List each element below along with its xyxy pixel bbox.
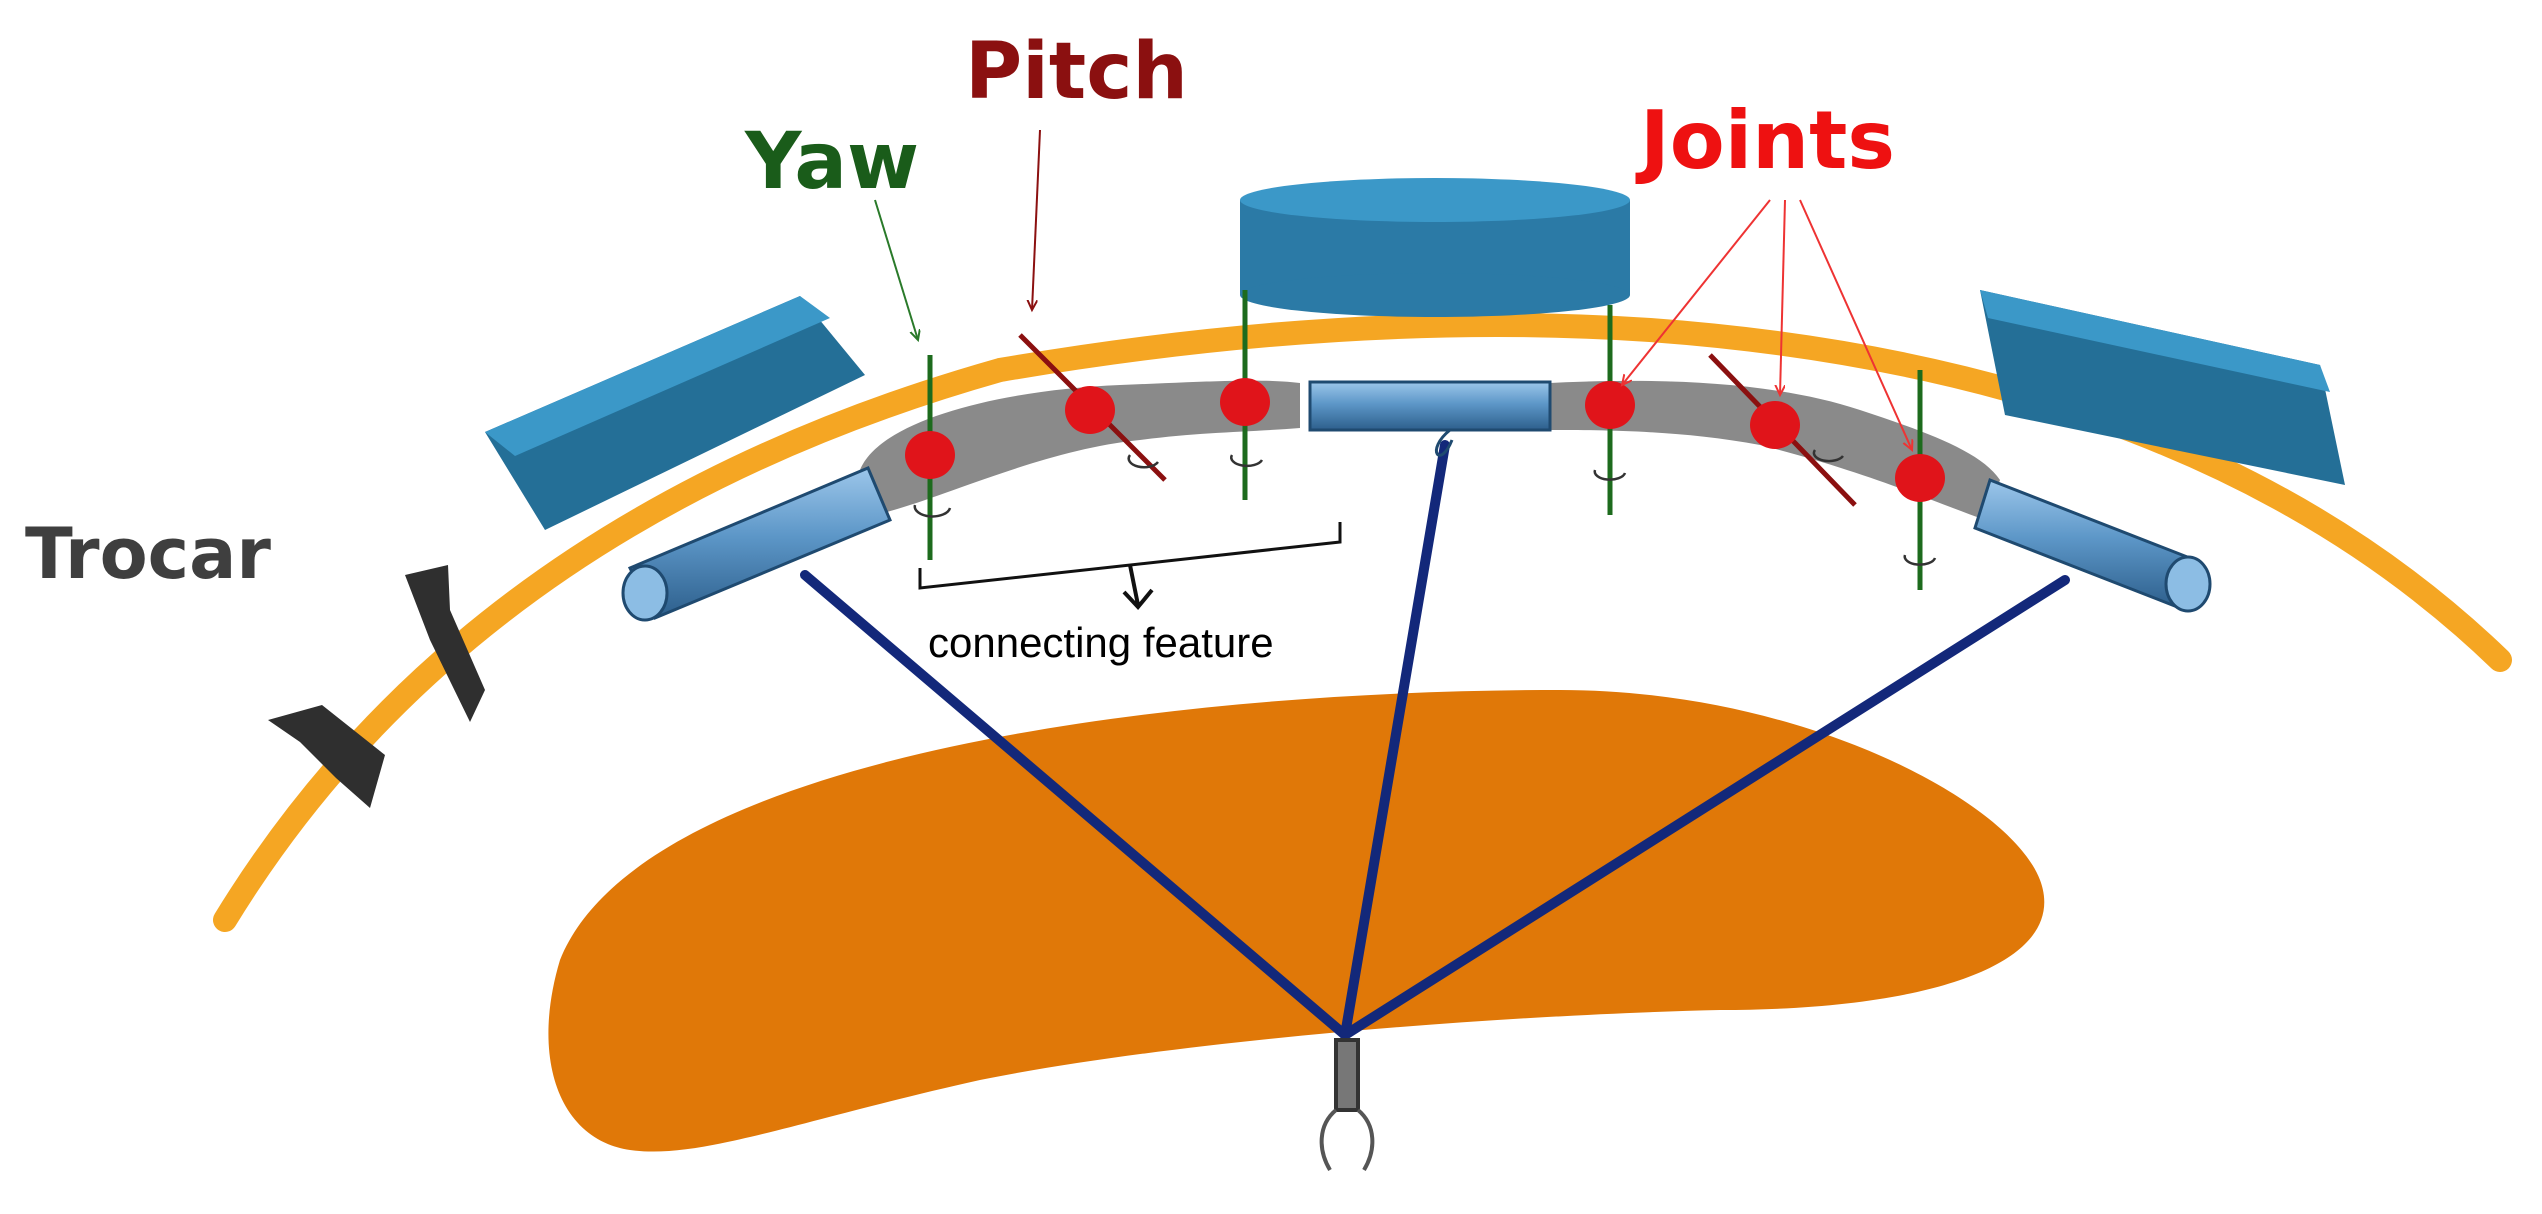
robot-tube-right bbox=[1973, 478, 2212, 613]
pitch-label: Pitch bbox=[965, 27, 1188, 117]
joints-arrows bbox=[1622, 199, 1912, 450]
robot-links-right bbox=[1550, 380, 2000, 520]
yaw-label: Yaw bbox=[744, 117, 919, 207]
joints bbox=[905, 378, 1945, 502]
trocar-icon bbox=[268, 565, 485, 808]
external-magnet-left bbox=[485, 296, 865, 530]
cables bbox=[800, 440, 2070, 1040]
yaw-arrow bbox=[874, 199, 918, 340]
connecting-feature-arrow bbox=[1122, 564, 1154, 611]
trocar-label: Trocar bbox=[25, 513, 271, 595]
rotation-arrows bbox=[913, 449, 1937, 566]
robot-tube-center bbox=[1308, 380, 1552, 457]
organ-shape bbox=[548, 690, 2045, 1152]
robot-tube-left bbox=[621, 466, 892, 622]
joints-label: Joints bbox=[1635, 94, 1895, 187]
connecting-feature-bracket bbox=[918, 522, 1342, 590]
gripper-icon bbox=[1319, 1038, 1375, 1172]
pitch-arrow bbox=[1032, 129, 1041, 310]
robot-links bbox=[860, 380, 1300, 515]
external-magnet-center bbox=[1240, 178, 1630, 317]
connecting-feature-label: connecting feature bbox=[928, 619, 1274, 666]
external-magnet-right bbox=[1980, 290, 2345, 485]
